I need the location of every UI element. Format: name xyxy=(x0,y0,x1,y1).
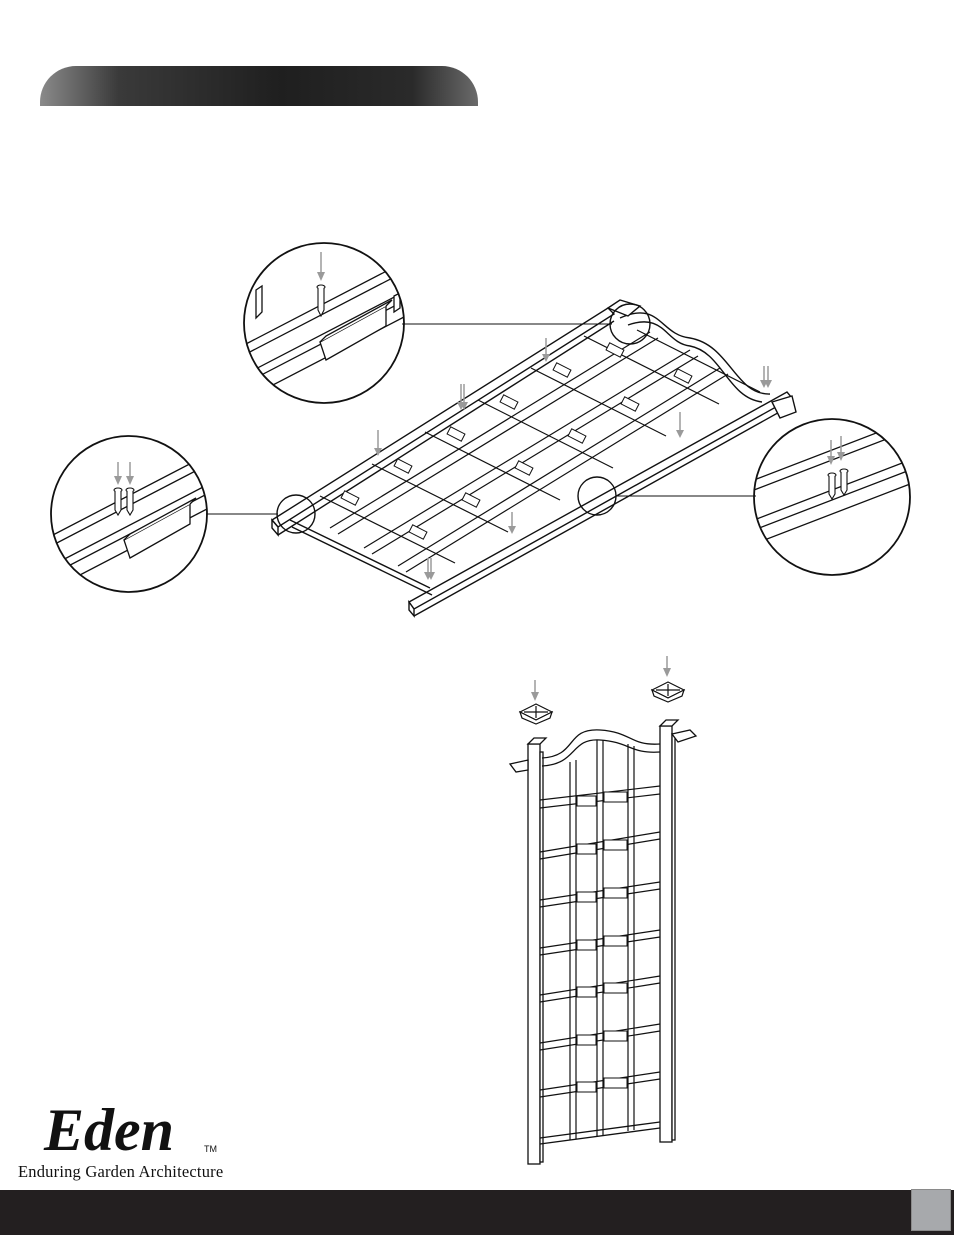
assembly-illustration xyxy=(0,0,954,1190)
screw-icon xyxy=(114,488,134,515)
page-number-box xyxy=(911,1189,951,1231)
screw-icon xyxy=(317,285,325,316)
post-cap-icon xyxy=(520,704,552,724)
trademark-mark: TM xyxy=(204,1144,217,1154)
detail-circle-top xyxy=(244,243,404,403)
brand-tagline: Enduring Garden Architecture xyxy=(18,1162,223,1182)
footer-bar xyxy=(0,1190,954,1235)
logo-wordmark: Eden xyxy=(43,1097,174,1163)
detail-circle-right xyxy=(754,419,910,575)
post-cap-icon xyxy=(652,682,684,702)
trellis-flat-view xyxy=(272,300,796,616)
detail-circle-left xyxy=(51,436,207,592)
trellis-upright-view xyxy=(510,656,696,1164)
